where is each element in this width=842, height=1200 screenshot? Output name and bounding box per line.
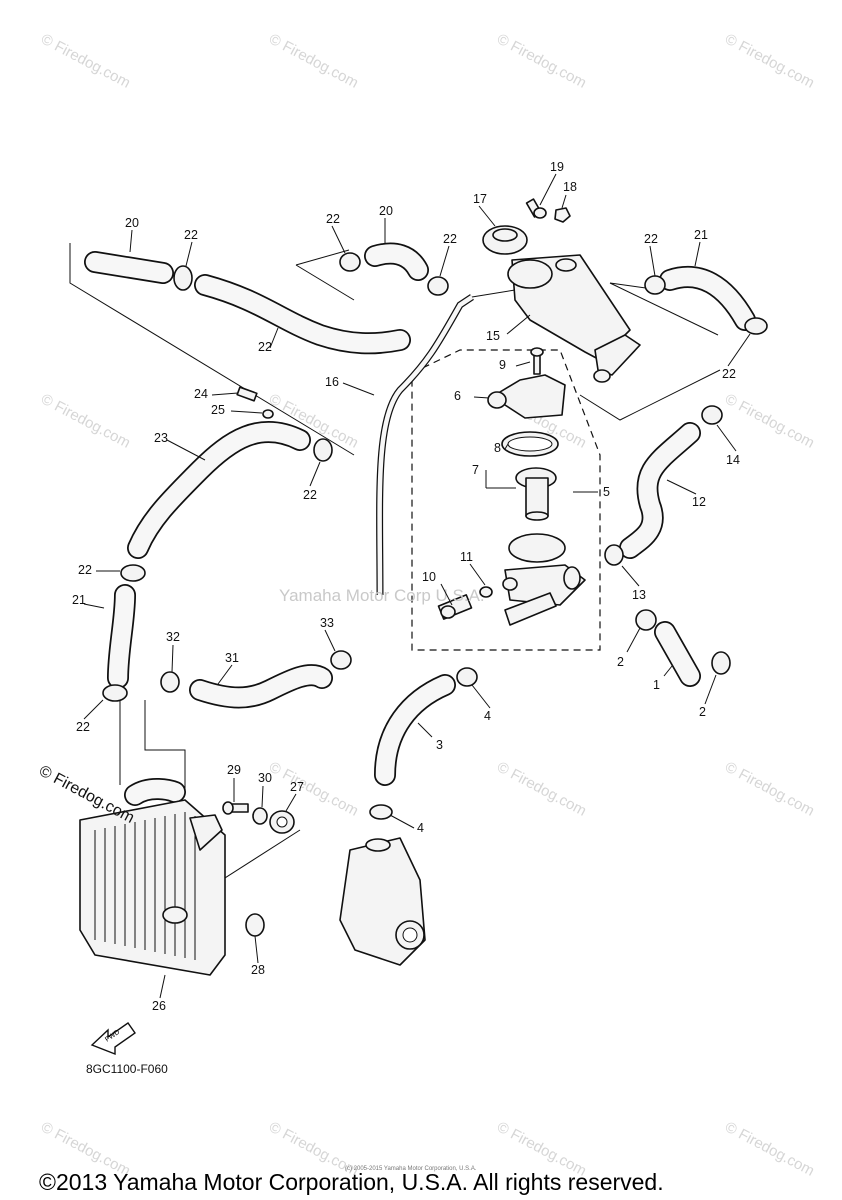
fitting-25 <box>236 386 258 402</box>
callout-label: 6 <box>454 389 461 403</box>
callout-label: 12 <box>692 495 706 509</box>
radiator <box>79 799 226 976</box>
water-pump <box>339 837 426 966</box>
temperature-sensor <box>437 594 473 620</box>
callout-label: 23 <box>154 431 168 445</box>
callout-label: 9 <box>499 358 506 372</box>
small-print: (c) 2005-2015 Yamaha Motor Corporation, … <box>345 1166 477 1172</box>
grommet-29 <box>245 913 265 937</box>
callout-label: 22 <box>258 340 272 354</box>
callout-label: 21 <box>694 228 708 242</box>
watermark-text: © Firedog.com <box>266 31 361 92</box>
callout-label: 22 <box>184 228 198 242</box>
grommet-28 <box>269 810 295 834</box>
callout-label: 32 <box>166 630 180 644</box>
callout-label: 8 <box>494 441 501 455</box>
callout-label: 20 <box>379 204 393 218</box>
thermostat-housing <box>502 533 586 626</box>
callout-label: 20 <box>125 216 139 230</box>
watermark-text: © Firedog.com <box>722 31 817 92</box>
center-watermark: Yamaha Motor Corp U.S.A. <box>279 586 485 605</box>
firedog-label: © Firedog.com <box>36 763 137 827</box>
callout-label: 18 <box>563 180 577 194</box>
callout-label: 28 <box>251 963 265 977</box>
collar-31 <box>252 807 268 825</box>
callout-label: 2 <box>699 705 706 719</box>
hoses <box>84 242 756 806</box>
callout-label: 4 <box>417 821 424 835</box>
callout-label: 22 <box>78 563 92 577</box>
callout-label: 24 <box>194 387 208 401</box>
watermark-text: © Firedog.com <box>494 759 589 820</box>
watermark-text: © Firedog.com <box>494 31 589 92</box>
callout-label: 22 <box>326 212 340 226</box>
callout-label: 22 <box>303 488 317 502</box>
radiator-cap <box>482 225 528 255</box>
callout-label: 25 <box>211 403 225 417</box>
callout-label: 22 <box>644 232 658 246</box>
callout-label: 5 <box>603 485 610 499</box>
callout-label: 7 <box>472 463 479 477</box>
thermostat-cover <box>487 347 566 419</box>
callout-label: 19 <box>550 160 564 174</box>
watermark-text: © Firedog.com <box>38 31 133 92</box>
callout-label: 13 <box>632 588 646 602</box>
callout-label: 17 <box>473 192 487 206</box>
watermark-text: © Firedog.com <box>722 759 817 820</box>
hose-clamps <box>102 252 768 820</box>
callout-label: 10 <box>422 570 436 584</box>
bolt-19 <box>525 198 547 219</box>
reservoir-tank <box>507 254 641 383</box>
callout-label: 1 <box>653 678 660 692</box>
callout-label: 33 <box>320 616 334 630</box>
callout-label: 31 <box>225 651 239 665</box>
callout-label: 22 <box>76 720 90 734</box>
callout-label: 22 <box>722 367 736 381</box>
diagram-code: 8GC1100-F060 <box>86 1062 168 1076</box>
washer-11 <box>479 586 493 598</box>
callout-labels: 1 2 2 3 4 4 5 6 7 8 9 10 11 12 13 14 15 … <box>72 160 740 1013</box>
callout-label: 21 <box>72 593 86 607</box>
thermostat <box>515 467 557 521</box>
callout-label: 3 <box>436 738 443 752</box>
callout-label: 30 <box>258 771 272 785</box>
leader-lines <box>83 173 751 999</box>
callout-label: 29 <box>227 763 241 777</box>
callout-label: 15 <box>486 329 500 343</box>
callout-label: 16 <box>325 375 339 389</box>
callout-label: 4 <box>484 709 491 723</box>
clip-26 <box>262 409 274 419</box>
watermark-text: © Firedog.com <box>722 1119 817 1180</box>
callout-label: 22 <box>443 232 457 246</box>
fwd-arrow-icon: FWD <box>90 1022 136 1056</box>
bolt-30 <box>222 801 249 815</box>
watermark-text: © Firedog.com <box>722 391 817 452</box>
callout-label: 11 <box>460 550 473 564</box>
nut-18 <box>554 207 571 223</box>
copyright-notice: ©2013 Yamaha Motor Corporation, U.S.A. A… <box>39 1169 664 1195</box>
callout-label: 14 <box>726 453 740 467</box>
thermostat-assembly-boundary <box>411 349 601 651</box>
callout-label: 26 <box>152 999 166 1013</box>
callout-label: 27 <box>290 780 304 794</box>
watermark-text: © Firedog.com <box>38 391 133 452</box>
callout-label: 2 <box>617 655 624 669</box>
